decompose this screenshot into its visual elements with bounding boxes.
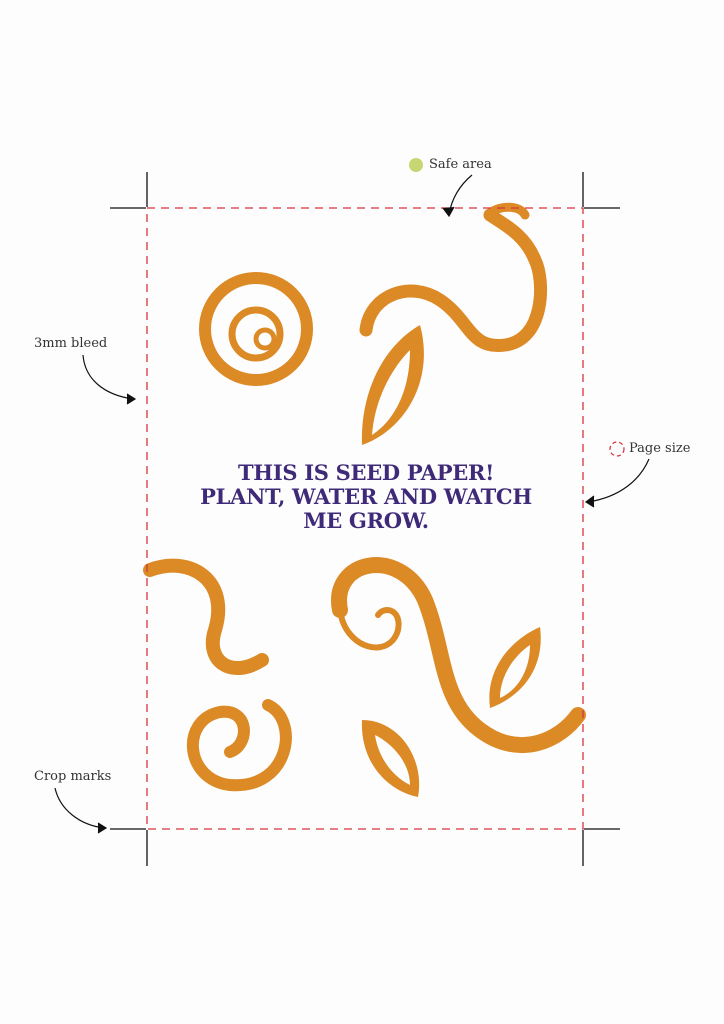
headline: THIS IS SEED PAPER! PLANT, WATER AND WAT… [150,461,582,533]
crop-marks-label: Crop marks [34,769,112,784]
safe-area-label: Safe area [429,157,492,172]
headline-line-2: PLANT, WATER AND WATCH [200,484,532,509]
swirl-decorations [143,202,586,792]
page-size-label: Page size [629,441,691,456]
safe-area-dot-icon [409,158,423,172]
leaf-decorations [361,325,541,797]
crop-marks [110,172,620,866]
page-size-dashed-circle-icon [609,441,625,457]
pointer-arrows [54,174,650,834]
headline-line-1: THIS IS SEED PAPER! [237,460,495,485]
bleed-label: 3mm bleed [34,336,108,351]
page-size-outline [146,207,584,830]
headline-line-3: ME GROW. [303,508,429,533]
